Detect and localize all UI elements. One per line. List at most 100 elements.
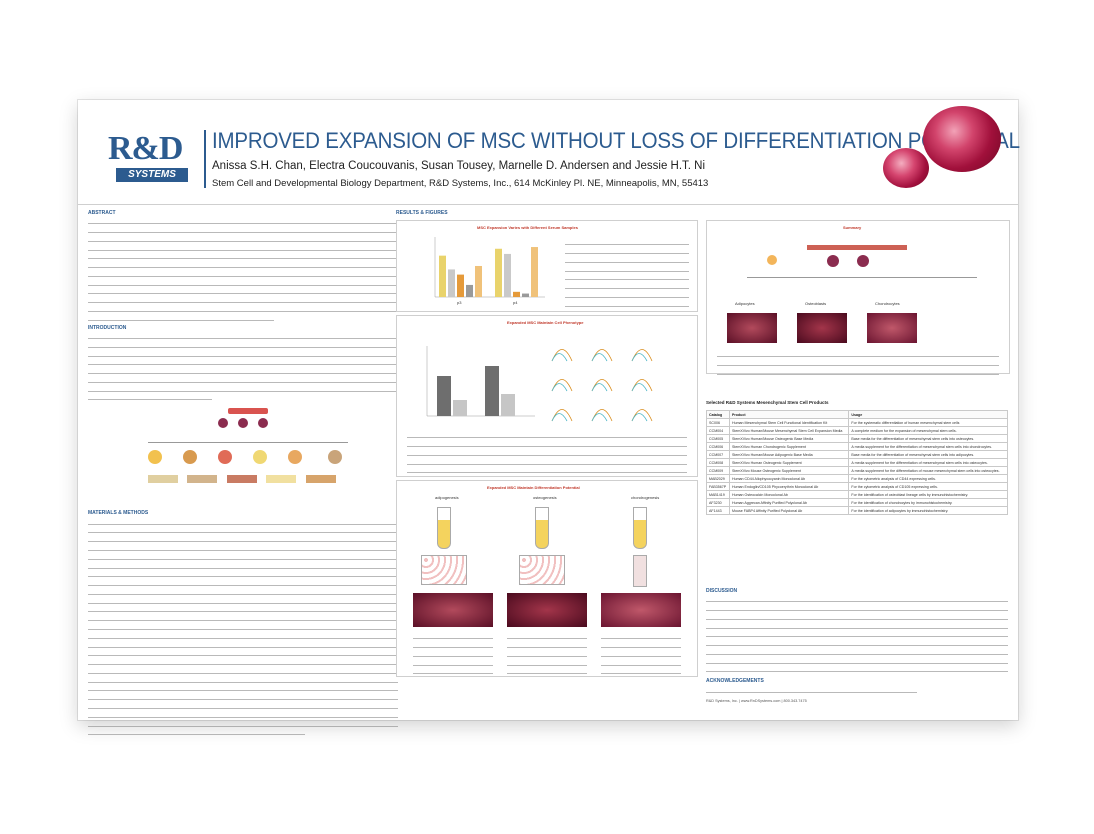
table-cell: AF3230 xyxy=(706,498,730,507)
table-cell: StemXVivo Human Osteogenic Supplement xyxy=(728,458,850,467)
introduction-heading: INTRODUCTION xyxy=(88,324,127,331)
blood-cell-large-image xyxy=(923,106,1001,172)
left-column: ABSTRACT INTRODUCTION xyxy=(88,210,398,738)
figure-1-panel: MSC Expansion Varies with Different Seru… xyxy=(396,220,698,312)
figure-2-title: Expanded MSC Maintain Cell Phenotype xyxy=(507,320,584,325)
summary-adipocytes-image xyxy=(727,313,777,343)
summary-title: Summary xyxy=(843,225,862,230)
acknowledgements-heading: ACKNOWLEDGEMENTS xyxy=(706,678,764,685)
lineage-line xyxy=(148,442,348,444)
figure-1-caption xyxy=(565,239,689,309)
table-cell: CCM005 xyxy=(706,434,730,443)
fig3a-caption xyxy=(413,633,493,677)
blood-cell-small-image xyxy=(883,148,929,188)
introduction-text xyxy=(88,333,398,401)
chart-bar xyxy=(439,255,446,297)
table-cell: Human Osteocalcin Monoclonal Ab xyxy=(728,490,850,499)
summary-source-bar xyxy=(807,245,907,250)
figure-1-bar-chart: p3 p4 xyxy=(434,237,545,305)
table-header-cell: Product xyxy=(728,410,850,419)
materials-text xyxy=(88,518,398,736)
table-cell: Base media for the differentiation of me… xyxy=(848,434,1008,443)
chondrogenic-tube xyxy=(633,507,647,549)
table-cell: StemXVivo Human Chondrogenic Supplement xyxy=(728,442,850,451)
logo-sub-text: SYSTEMS xyxy=(116,168,188,182)
header-divider xyxy=(204,130,206,188)
table-header-cell: Catalog xyxy=(706,410,730,419)
table-cell: CCM009 xyxy=(706,466,730,475)
x-tick-label: p4 xyxy=(513,300,518,305)
figure-3-title: Expanded MSC Maintain Differentiation Po… xyxy=(487,485,580,490)
table-cell: CCM004 xyxy=(706,426,730,435)
table-cell: MAB2029 xyxy=(706,474,730,483)
table-cell: Human Mesenchymal Stem Cell Functional I… xyxy=(728,418,850,427)
middle-column: RESULTS & FIGURES xyxy=(396,210,698,218)
poster: R&D SYSTEMS IMPROVED EXPANSION OF MSC WI… xyxy=(78,100,1020,736)
intro-diagram xyxy=(88,404,398,504)
table-cell: SC006 xyxy=(706,418,730,427)
x-tick-label: p3 xyxy=(457,300,462,305)
chart-bar xyxy=(495,248,502,297)
table-cell: CCM006 xyxy=(706,442,730,451)
summary-tree-line xyxy=(747,277,977,278)
stem-cell-icon xyxy=(238,418,248,429)
figure-2-bar-chart xyxy=(426,346,535,417)
table-cell: StemXVivo Human/Mouse Adipogenic Base Me… xyxy=(728,450,850,459)
cartilage-cell-icon xyxy=(183,450,197,465)
footer-contact: R&D Systems, Inc. | www.RnDSystems.com |… xyxy=(706,698,807,703)
summary-panel: Summary Adipocytes Osteoblasts Chondrocy… xyxy=(706,220,1010,375)
table-cell: Human CD44 Allophycocyanin Monoclonal Ab xyxy=(728,474,850,483)
table-cell: AF1443 xyxy=(706,506,730,515)
table-cell: Human Endoglin/CD105 Phycoerythrin Monoc… xyxy=(728,482,850,491)
logo-main-text: R&D xyxy=(108,130,183,167)
table-cell: FAB3567P xyxy=(706,482,730,491)
poster-header: R&D SYSTEMS IMPROVED EXPANSION OF MSC WI… xyxy=(78,100,1020,196)
summary-cell-icon xyxy=(767,255,777,265)
table-cell: MAB1419 xyxy=(706,490,730,499)
table-cell: For the identification of adipocytes by … xyxy=(848,506,1008,515)
abstract-text xyxy=(88,218,398,321)
adipogenic-tube xyxy=(437,507,451,549)
poster-title: IMPROVED EXPANSION OF MSC WITHOUT LOSS O… xyxy=(212,128,1020,154)
stem-cell-icon xyxy=(258,418,268,429)
table-cell: For the cytometric analysis of CD44 expr… xyxy=(848,474,1008,483)
table-cell: A media supplement for the differentiati… xyxy=(848,466,1008,475)
table-cell: StemXVivo Human/Mouse Mesenchymal Stem C… xyxy=(728,426,850,435)
chart-bar xyxy=(504,253,511,297)
discussion-block: DISCUSSION ACKNOWLEDGEMENTS R&D Systems,… xyxy=(706,588,1008,703)
summary-cell-icon xyxy=(857,255,869,267)
histogram-grid xyxy=(551,349,653,422)
table-cell: A media supplement for the differentiati… xyxy=(848,442,1008,451)
stem-cell-icon xyxy=(218,418,228,429)
fat-cell-icon xyxy=(253,450,267,465)
msc-label-bar xyxy=(228,408,268,415)
table-cell: StemXVivo Mouse Osteogenic Supplement xyxy=(728,466,850,475)
summary-chondrocytes-image xyxy=(867,313,917,343)
table-cell: CCM008 xyxy=(706,458,730,467)
table-cell: A media supplement for the differentiati… xyxy=(848,458,1008,467)
summary-col-label: Osteoblasts xyxy=(805,301,827,306)
summary-osteoblasts-image xyxy=(797,313,847,343)
adipogenic-plate xyxy=(421,555,467,585)
table-cell: Base media for the differentiation of me… xyxy=(848,450,1008,459)
fig3-col-label: adipogenesis xyxy=(435,495,459,500)
table-cell: Human Aggrecan Affinity Purified Polyclo… xyxy=(728,498,850,507)
summary-col-label: Adipocytes xyxy=(735,301,755,306)
header-rule xyxy=(78,204,1018,205)
table-header-row: Catalog Product Usage xyxy=(706,410,1008,419)
chart-bar xyxy=(522,293,529,297)
chondrocytes-image xyxy=(601,593,681,627)
table-cell: For the identification of osteoblast lin… xyxy=(848,490,1008,499)
adipocytes-image xyxy=(413,593,493,627)
table-cell: StemXVivo Human/Mouse Osteogenic Base Me… xyxy=(728,434,850,443)
